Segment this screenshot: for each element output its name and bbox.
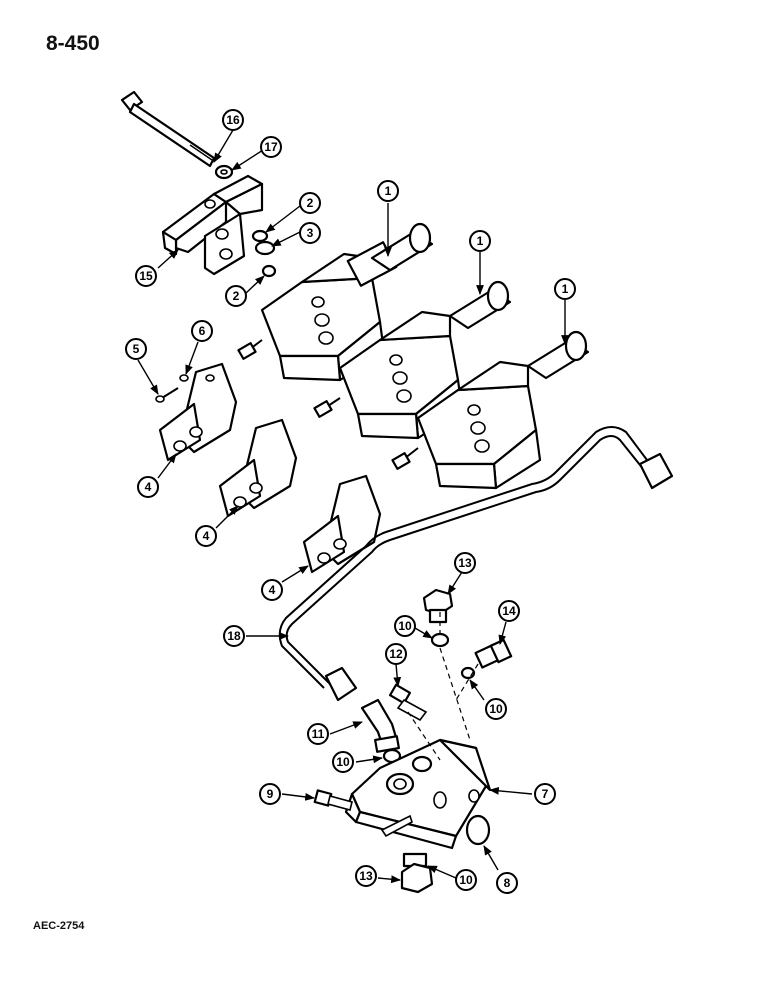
long-bolt-part [120, 90, 216, 168]
callout-18: 18 [223, 625, 245, 647]
svg-text:2: 2 [233, 289, 240, 303]
svg-text:18: 18 [227, 629, 241, 643]
callout-2-bottom: 2 [225, 285, 247, 307]
svg-text:8: 8 [504, 876, 511, 890]
o-ring-8-part [465, 814, 491, 846]
elbow-fitting-part [360, 698, 400, 753]
callout-3: 3 [299, 222, 321, 244]
callout-5: 5 [125, 338, 147, 360]
callout-7: 7 [534, 783, 556, 805]
callout-16: 16 [222, 109, 244, 131]
plug-part-top [422, 588, 454, 624]
callout-leaders [137, 129, 569, 884]
svg-text:10: 10 [336, 755, 350, 769]
svg-text:14: 14 [502, 604, 516, 618]
svg-text:4: 4 [145, 480, 152, 494]
svg-text:10: 10 [459, 873, 473, 887]
callout-17: 17 [260, 136, 282, 158]
svg-text:5: 5 [133, 342, 140, 356]
figure-reference-code: AEC-2754 [33, 920, 85, 932]
hydraulic-tube-part [278, 426, 674, 702]
svg-text:17: 17 [264, 140, 278, 154]
callout-8: 8 [496, 872, 518, 894]
nut-part [214, 164, 234, 180]
callout-2-top: 2 [299, 192, 321, 214]
callout-4-first: 4 [137, 476, 159, 498]
callout-10-d: 10 [455, 869, 477, 891]
svg-text:10: 10 [489, 702, 503, 716]
svg-text:13: 13 [359, 869, 373, 883]
linkage-bracket-3 [302, 474, 382, 574]
callout-10-b: 10 [485, 698, 507, 720]
control-valve-section-1 [237, 222, 434, 382]
callout-13-top: 13 [454, 552, 476, 574]
inlet-valve-body-part [344, 738, 492, 850]
callout-10-c: 10 [332, 751, 354, 773]
o-ring-parts [251, 229, 277, 278]
callout-1-third: 1 [554, 278, 576, 300]
svg-text:4: 4 [269, 583, 276, 597]
callout-10-a: 10 [394, 615, 416, 637]
svg-text:13: 13 [458, 556, 472, 570]
alignment-lines [407, 612, 479, 761]
svg-text:3: 3 [307, 226, 314, 240]
lock-washer-part [179, 374, 189, 382]
linkage-bracket-2 [218, 418, 298, 518]
linkage-bracket-1 [158, 362, 238, 462]
callout-4-second: 4 [195, 525, 217, 547]
svg-text:1: 1 [477, 234, 484, 248]
callout-13-bottom: 13 [355, 865, 377, 887]
callout-1-second: 1 [469, 230, 491, 252]
callout-11: 11 [307, 723, 329, 745]
callout-4-third: 4 [261, 579, 283, 601]
svg-text:9: 9 [267, 787, 274, 801]
callout-12: 12 [385, 643, 407, 665]
bolt-12-part [388, 683, 428, 722]
callout-15: 15 [135, 265, 157, 287]
svg-text:12: 12 [389, 647, 403, 661]
svg-text:2: 2 [307, 196, 314, 210]
callout-9: 9 [259, 783, 281, 805]
plug-part-bottom [400, 852, 434, 894]
svg-text:16: 16 [226, 113, 240, 127]
svg-text:1: 1 [385, 184, 392, 198]
svg-text:6: 6 [199, 324, 206, 338]
control-valve-section-3 [391, 330, 590, 490]
svg-text:7: 7 [542, 787, 549, 801]
svg-text:15: 15 [139, 269, 153, 283]
page-number: 8-450 [46, 32, 100, 55]
callout-6: 6 [191, 320, 213, 342]
end-cover-plate-part [161, 174, 264, 276]
svg-text:4: 4 [203, 529, 210, 543]
adapter-part [474, 638, 513, 669]
svg-text:1: 1 [562, 282, 569, 296]
callout-14: 14 [498, 600, 520, 622]
callout-1-first: 1 [377, 180, 399, 202]
small-bolt-part [155, 387, 179, 403]
svg-text:10: 10 [398, 619, 412, 633]
bolt-9-part [313, 789, 353, 811]
svg-text:11: 11 [312, 727, 325, 741]
